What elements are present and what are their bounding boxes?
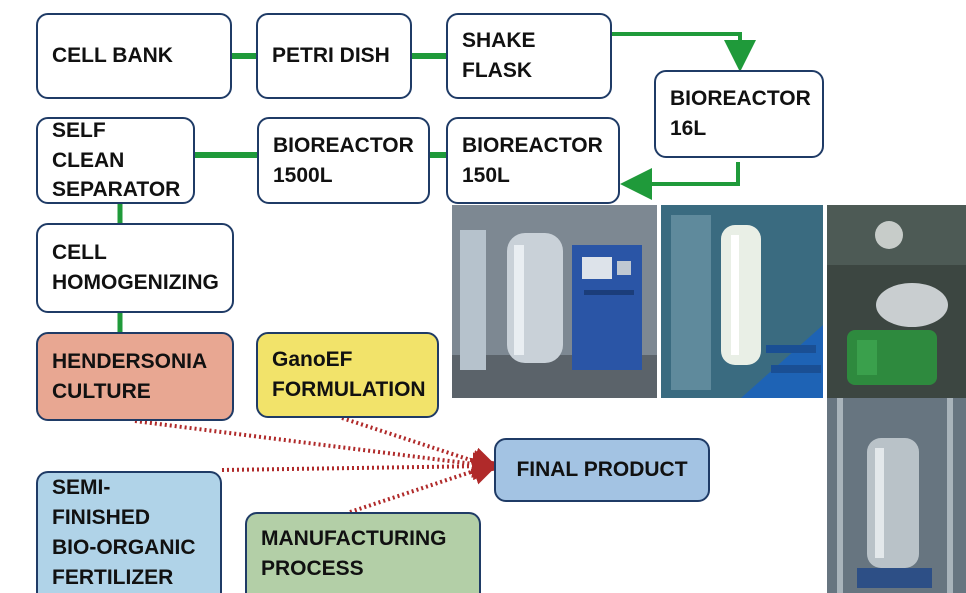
bioreactor-1500l-box: BIOREACTOR 1500L bbox=[257, 117, 430, 204]
bioreactor-photo bbox=[452, 205, 657, 398]
ganoef-formulation-box: GanoEF FORMULATION bbox=[256, 332, 439, 418]
shake-flask-box: SHAKE FLASK bbox=[446, 13, 612, 99]
semi-finished-fertilizer-box: SEMI-FINISHED BIO-ORGANIC FERTILIZER bbox=[36, 471, 222, 593]
final-product-box: FINAL PRODUCT bbox=[494, 438, 710, 502]
cell-bank-box: CELL BANK bbox=[36, 13, 232, 99]
merge-semifinished-final bbox=[221, 452, 501, 481]
petri-dish-box: PETRI DISH bbox=[256, 13, 412, 99]
bioreactor-150l-box: BIOREACTOR 150L bbox=[446, 117, 620, 204]
self-clean-separator-box: SELF CLEAN SEPARATOR bbox=[36, 117, 195, 204]
bioreactor-16l-box: BIOREACTOR 16L bbox=[654, 70, 824, 158]
manufacturing-process-box: MANUFACTURING PROCESS bbox=[245, 512, 481, 593]
homogenizer-photo bbox=[827, 205, 966, 398]
hendersonia-culture-box: HENDERSONIA CULTURE bbox=[36, 332, 234, 421]
merge-ganoef-final bbox=[341, 416, 501, 475]
separator-photo bbox=[661, 205, 823, 398]
link-shakeflask-bioreactor16l bbox=[612, 32, 756, 72]
fermenter-photo bbox=[827, 398, 966, 593]
merge-hendersonia-final bbox=[134, 419, 501, 478]
cell-homogenizing-box: CELL HOMOGENIZING bbox=[36, 223, 234, 313]
link-bioreactor16l-bioreactor150l bbox=[620, 162, 740, 200]
merge-manufacturing-final bbox=[349, 457, 501, 514]
